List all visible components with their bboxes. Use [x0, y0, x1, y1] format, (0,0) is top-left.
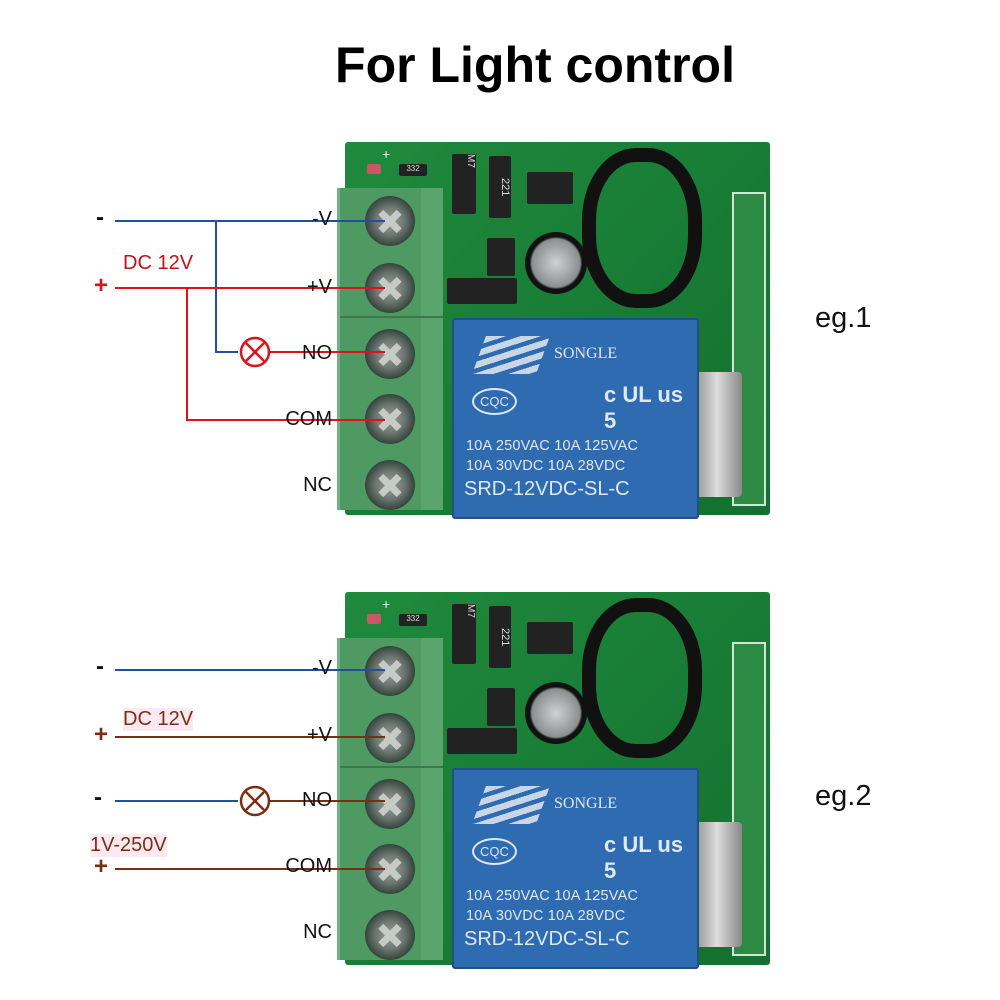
terminal-block — [337, 188, 443, 510]
ul-mark: c UL us 5 — [604, 832, 684, 883]
terminal-label-no: NO — [302, 789, 332, 811]
terminal-screw[interactable] — [365, 460, 415, 510]
diode: M7 — [452, 604, 476, 664]
terminal-block — [337, 638, 443, 960]
capacitor — [525, 682, 587, 744]
example-label: eg.2 — [815, 780, 872, 812]
terminal-label-com: COM — [285, 855, 332, 877]
load-minus-sign: - — [94, 784, 102, 811]
relay-rating-2: 10A 30VDC 10A 28VDC — [466, 908, 626, 924]
relay-rating-2: 10A 30VDC 10A 28VDC — [466, 458, 626, 474]
terminal-label-v: +V — [306, 276, 332, 298]
resistor: 332 — [399, 164, 427, 176]
wire — [215, 221, 238, 353]
crystal — [692, 822, 742, 947]
crystal — [692, 372, 742, 497]
page-title: For Light control — [335, 37, 735, 93]
terminal-label-com: COM — [285, 408, 332, 430]
diode — [447, 278, 517, 304]
regulator — [527, 172, 573, 204]
relay-brand: SONGLE — [554, 795, 618, 812]
plus-sign: + — [94, 272, 109, 299]
relay-brand: SONGLE — [554, 345, 618, 362]
terminal-label-v: +V — [306, 724, 332, 746]
lamp-icon — [239, 336, 271, 368]
terminal-screw[interactable] — [365, 910, 415, 960]
minus-sign: - — [96, 204, 104, 231]
supply-label: DC 12V — [123, 708, 194, 731]
terminal-label-v: -V — [312, 657, 332, 679]
load-supply-label: 1V-250V — [90, 834, 167, 857]
led — [367, 164, 381, 174]
cqc-mark: CQC — [472, 388, 517, 415]
relay-board: + 332 M7 221 SONGLE CQC c UL us 5 10A 25… — [337, 592, 770, 969]
load-plus-sign: + — [94, 853, 109, 880]
led-plus-marking: + — [382, 146, 391, 162]
resistor: 221 — [489, 156, 511, 218]
terminal-screw[interactable] — [365, 329, 415, 379]
diode — [447, 728, 517, 754]
diode: M7 — [452, 154, 476, 214]
led-plus-marking: + — [382, 596, 391, 612]
relay-rating-1: 10A 250VAC 10A 125VAC — [466, 438, 639, 454]
ul-mark: c UL us 5 — [604, 382, 684, 433]
resistor: 332 — [399, 614, 427, 626]
terminal-label-v: -V — [312, 208, 332, 230]
relay-model: SRD-12VDC-SL-C — [464, 928, 630, 950]
supply-label: DC 12V — [123, 252, 194, 274]
cqc-mark: CQC — [472, 838, 517, 865]
relay-board: + 332 M7 221 SONGLE CQC c UL us 5 10A 25… — [337, 142, 770, 519]
relay: SONGLE CQC c UL us 5 10A 250VAC 10A 125V… — [452, 768, 699, 969]
relay: SONGLE CQC c UL us 5 10A 250VAC 10A 125V… — [452, 318, 699, 519]
regulator — [527, 622, 573, 654]
minus-sign: - — [96, 653, 104, 680]
lamp-icon — [239, 785, 271, 817]
wire — [186, 288, 385, 421]
transistor — [487, 688, 515, 726]
relay-model: SRD-12VDC-SL-C — [464, 478, 630, 500]
example-label: eg.1 — [815, 302, 872, 334]
relay-rating-1: 10A 250VAC 10A 125VAC — [466, 888, 639, 904]
terminal-label-no: NO — [302, 342, 332, 364]
terminal-screw[interactable] — [365, 779, 415, 829]
capacitor — [525, 232, 587, 294]
terminal-label-nc: NC — [303, 921, 332, 943]
transistor — [487, 238, 515, 276]
resistor: 221 — [489, 606, 511, 668]
plus-sign: + — [94, 721, 109, 748]
led — [367, 614, 381, 624]
terminal-label-nc: NC — [303, 474, 332, 496]
